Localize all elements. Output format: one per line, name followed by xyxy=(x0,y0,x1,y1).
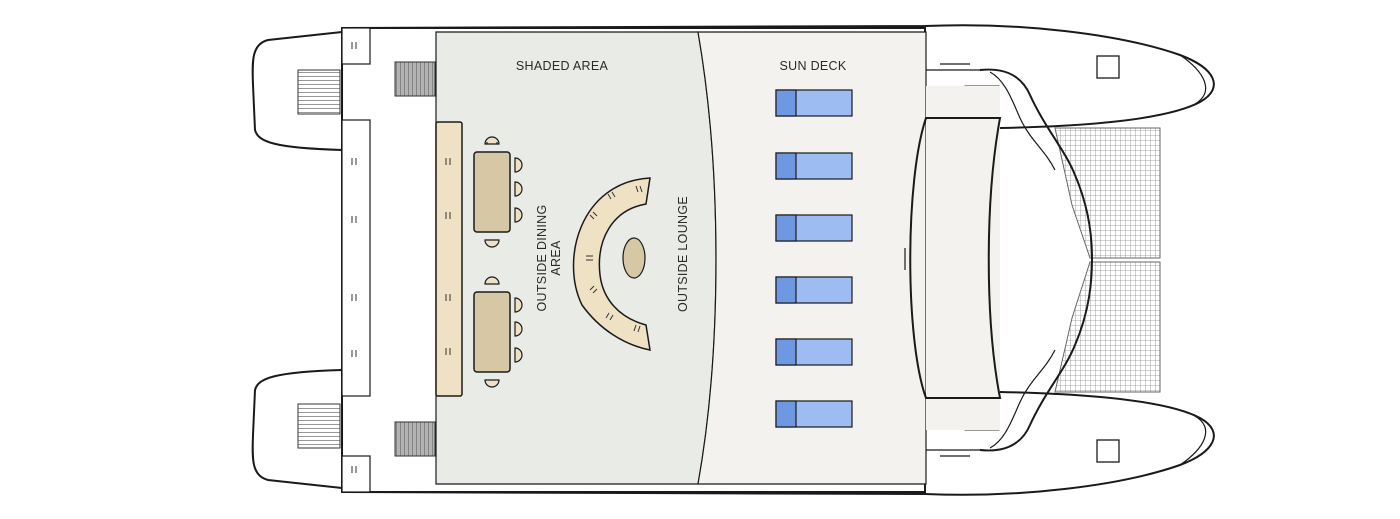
sun-lounger-icon xyxy=(775,338,853,366)
label-sun-deck: SUN DECK xyxy=(780,59,847,73)
sun-deck-floor xyxy=(697,31,927,485)
label-shaded-area: SHADED AREA xyxy=(516,59,609,73)
sun-lounger-icon xyxy=(775,89,853,117)
sun-lounger-icon xyxy=(775,152,853,180)
lounge-table xyxy=(622,237,646,279)
sun-lounger-icon xyxy=(775,214,853,242)
dining-table-icon xyxy=(473,291,511,373)
dining-table-icon xyxy=(473,151,511,233)
stern-walkway xyxy=(341,27,371,493)
label-outside-dining-line2: AREA xyxy=(549,240,563,276)
label-outside-lounge: OUTSIDE LOUNGE xyxy=(676,196,690,312)
trampoline-net xyxy=(1054,127,1161,393)
dining-bench xyxy=(435,121,463,397)
bench-cushion-marks xyxy=(351,42,357,473)
chair-icon xyxy=(484,136,523,388)
bow-superstructure xyxy=(904,63,1094,457)
sun-lounger-icon xyxy=(775,400,853,428)
hatch-icon xyxy=(1096,55,1120,463)
sun-lounger-icon xyxy=(775,276,853,304)
label-outside-dining-line1: OUTSIDE DINING xyxy=(535,205,549,312)
lounge-sofa xyxy=(572,177,651,351)
